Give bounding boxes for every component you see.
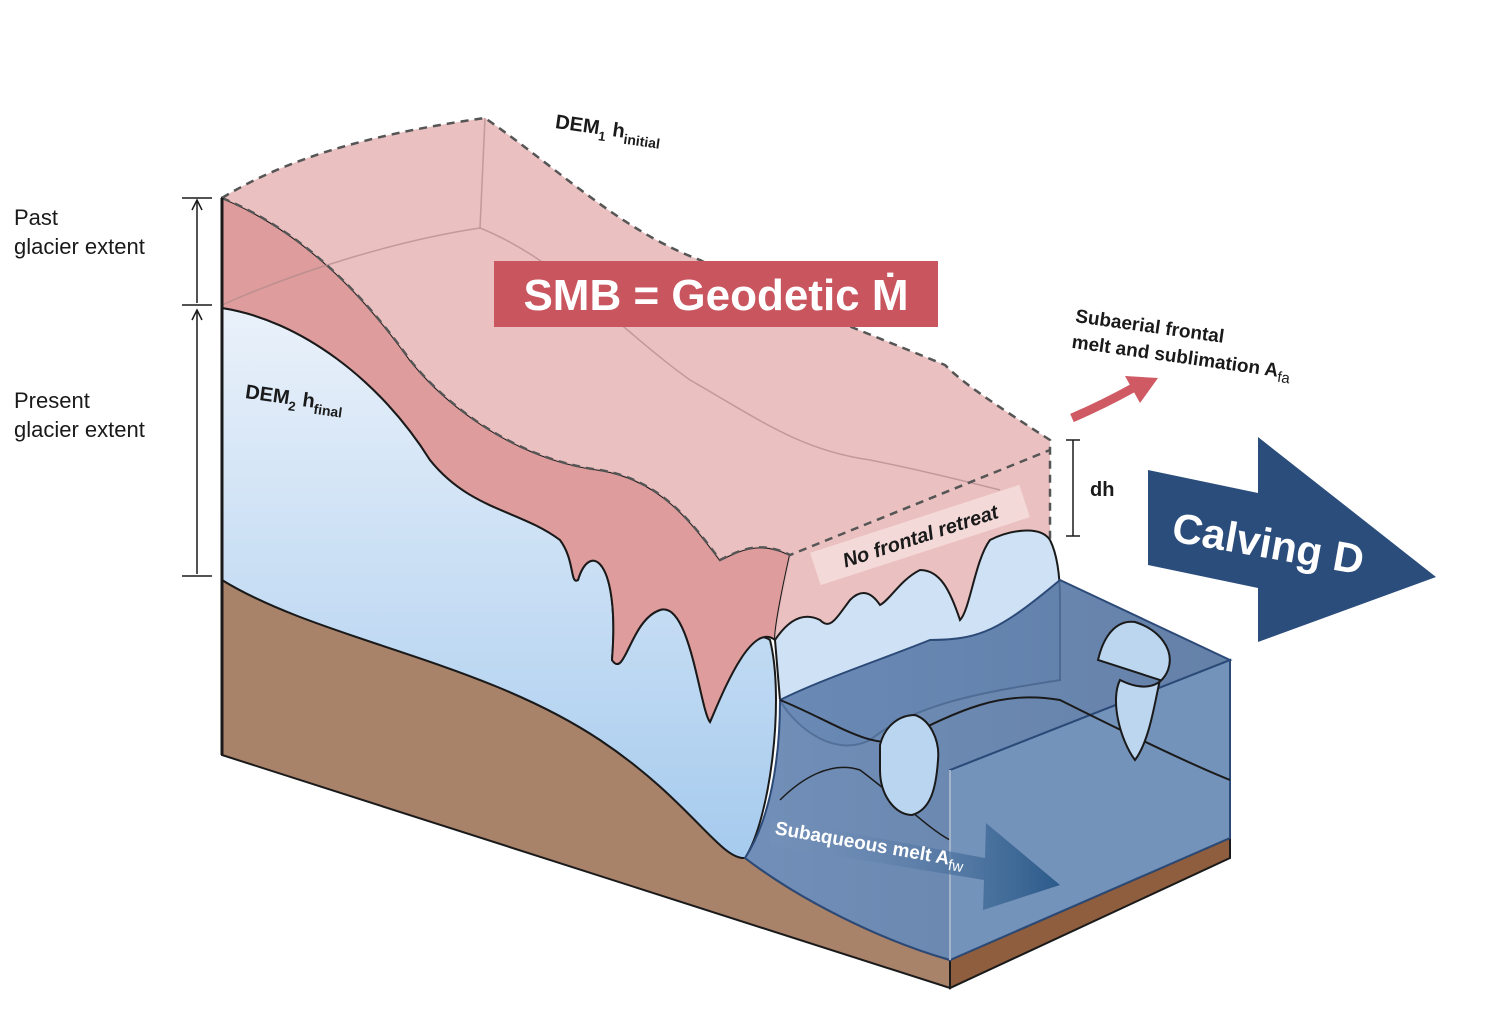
surface-ridge [479,117,486,229]
iceberg [1096,620,1171,762]
dem1-outline [221,196,1051,562]
seafloor-edge [779,766,951,841]
dem1-outline [221,116,1052,540]
subaqueous-arrow [770,818,1060,910]
past-glacier-top [222,118,1050,640]
subaerial-label: Subaerial frontal melt and sublimation A… [1070,306,1296,387]
present-extent-bracket [182,308,212,577]
subaerial-arrow [1070,384,1136,423]
smb-label: SMB = Geodetic Ṁ [523,271,908,320]
no-retreat-box [810,484,1030,586]
past-extent-bracket [182,197,212,306]
svg-text:Subaerial frontal melt a: Subaerial frontal melt and sublimation A… [1070,306,1296,387]
surface-ridge [221,227,1001,491]
dh-bracket [1066,439,1080,537]
iceberg [879,713,940,817]
subaerial-arrowhead [1125,376,1158,403]
calving-arrow [1148,437,1436,642]
smb-box [494,261,938,327]
past-extent-label: Past glacier extent [14,205,145,259]
present-extent-label: Present glacier extent [14,388,145,442]
dh-label: dh [1090,479,1114,501]
water-surface-edge [779,696,1231,781]
